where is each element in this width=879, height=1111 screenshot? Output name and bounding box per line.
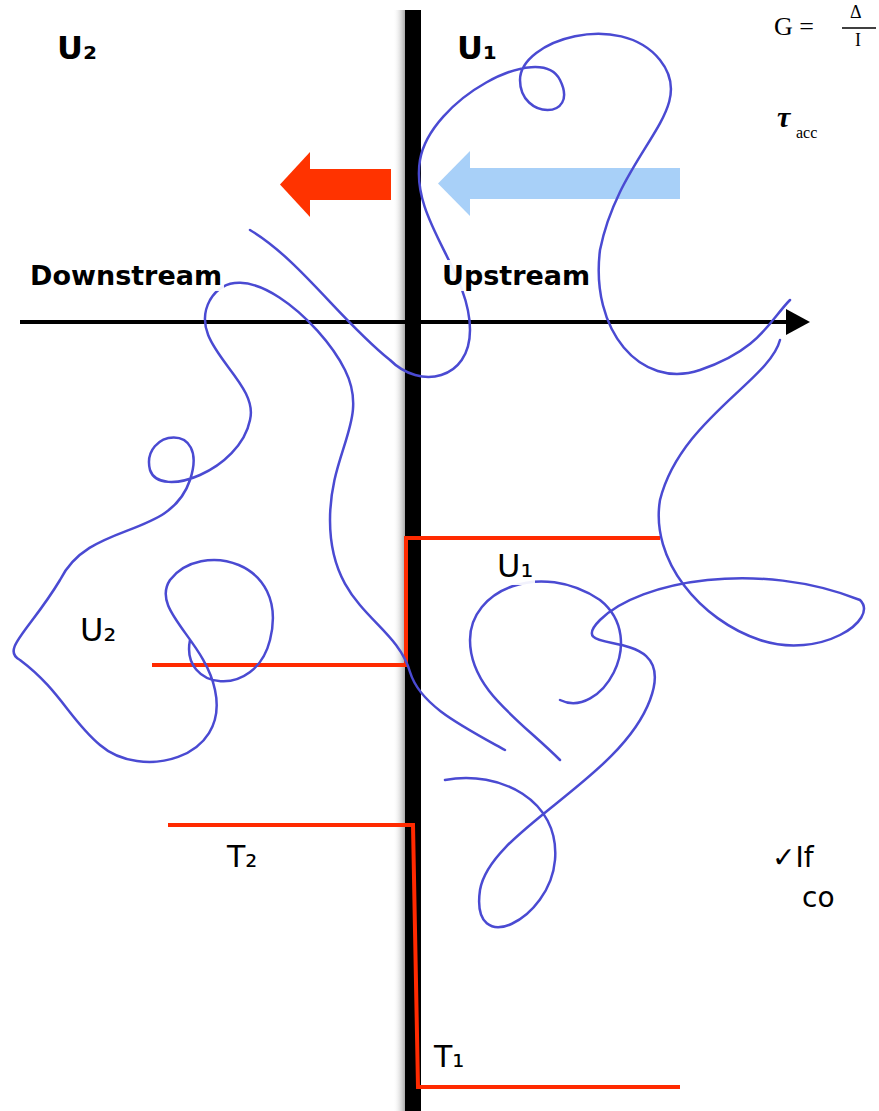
upstream-flow-arrow: [438, 151, 680, 216]
profile-label: U₁: [495, 548, 535, 585]
formula-text: acc: [794, 124, 819, 142]
region-label: Downstream: [28, 260, 224, 291]
formula-text: I: [853, 30, 863, 51]
x-axis: [20, 309, 810, 335]
formula-text: Δ: [848, 2, 864, 23]
formula-text: G =: [772, 12, 816, 42]
velocity-profile: [152, 538, 660, 665]
note-text: co: [800, 882, 837, 914]
region-label: Upstream: [440, 260, 592, 291]
formula-text: τ: [775, 100, 792, 135]
velocity-heading: U₂: [55, 30, 99, 67]
particle-trajectory: [14, 34, 864, 927]
note-text: ✓If: [770, 842, 816, 874]
velocity-heading: U₁: [455, 30, 499, 67]
profile-label: T₂: [225, 840, 259, 875]
profile-label: U₂: [78, 612, 118, 649]
temperature-profile: [168, 825, 680, 1087]
fraction-bar: [842, 27, 876, 29]
downstream-flow-arrow: [280, 152, 391, 217]
profile-label: T₁: [432, 1040, 466, 1075]
